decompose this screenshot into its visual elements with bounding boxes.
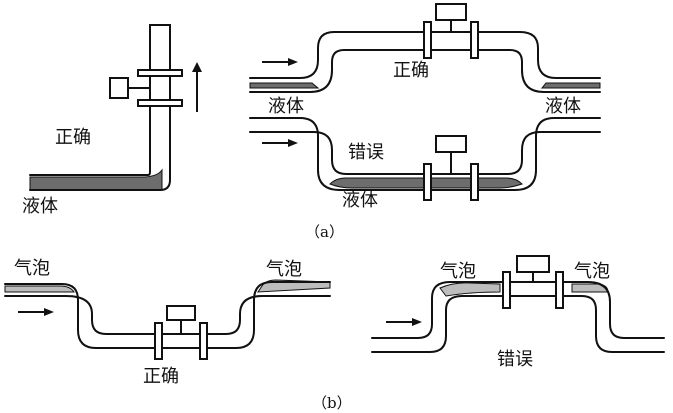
label-correct-vertical: 正确 [55, 127, 91, 148]
liquid-fill-upper-right [540, 82, 601, 89]
label-wrong-b: 错误 [497, 349, 533, 370]
raised-loop-correct [249, 3, 601, 93]
label-bubble-b-left-2: 气泡 [266, 259, 302, 280]
liquid-fill-upper-left [249, 82, 320, 89]
label-liquid-vertical: 液体 [22, 196, 58, 217]
label-bubble-b-right-1: 气泡 [440, 261, 476, 282]
caption-a: （a） [305, 223, 344, 241]
raised-run-wrong [371, 255, 665, 353]
vertical-pipe-correct [29, 24, 202, 191]
label-liquid-upper-right: 液体 [545, 96, 581, 117]
label-wrong-lower: 错误 [348, 142, 384, 163]
dipped-run-correct [4, 279, 331, 360]
label-liquid-upper-left: 液体 [268, 96, 304, 117]
bubble-fill-b-right-1 [439, 282, 501, 297]
caption-b: （b） [312, 394, 352, 412]
label-correct-b: 正确 [143, 366, 179, 387]
liquid-fill-vertical [29, 168, 163, 191]
dipped-loop-wrong [249, 117, 601, 201]
label-bubble-b-right-2: 气泡 [574, 261, 610, 282]
bubble-fill-left [4, 285, 75, 293]
label-liquid-lower: 液体 [342, 190, 378, 211]
label-correct-upper: 正确 [393, 60, 429, 81]
label-bubble-b-left-1: 气泡 [14, 258, 50, 279]
